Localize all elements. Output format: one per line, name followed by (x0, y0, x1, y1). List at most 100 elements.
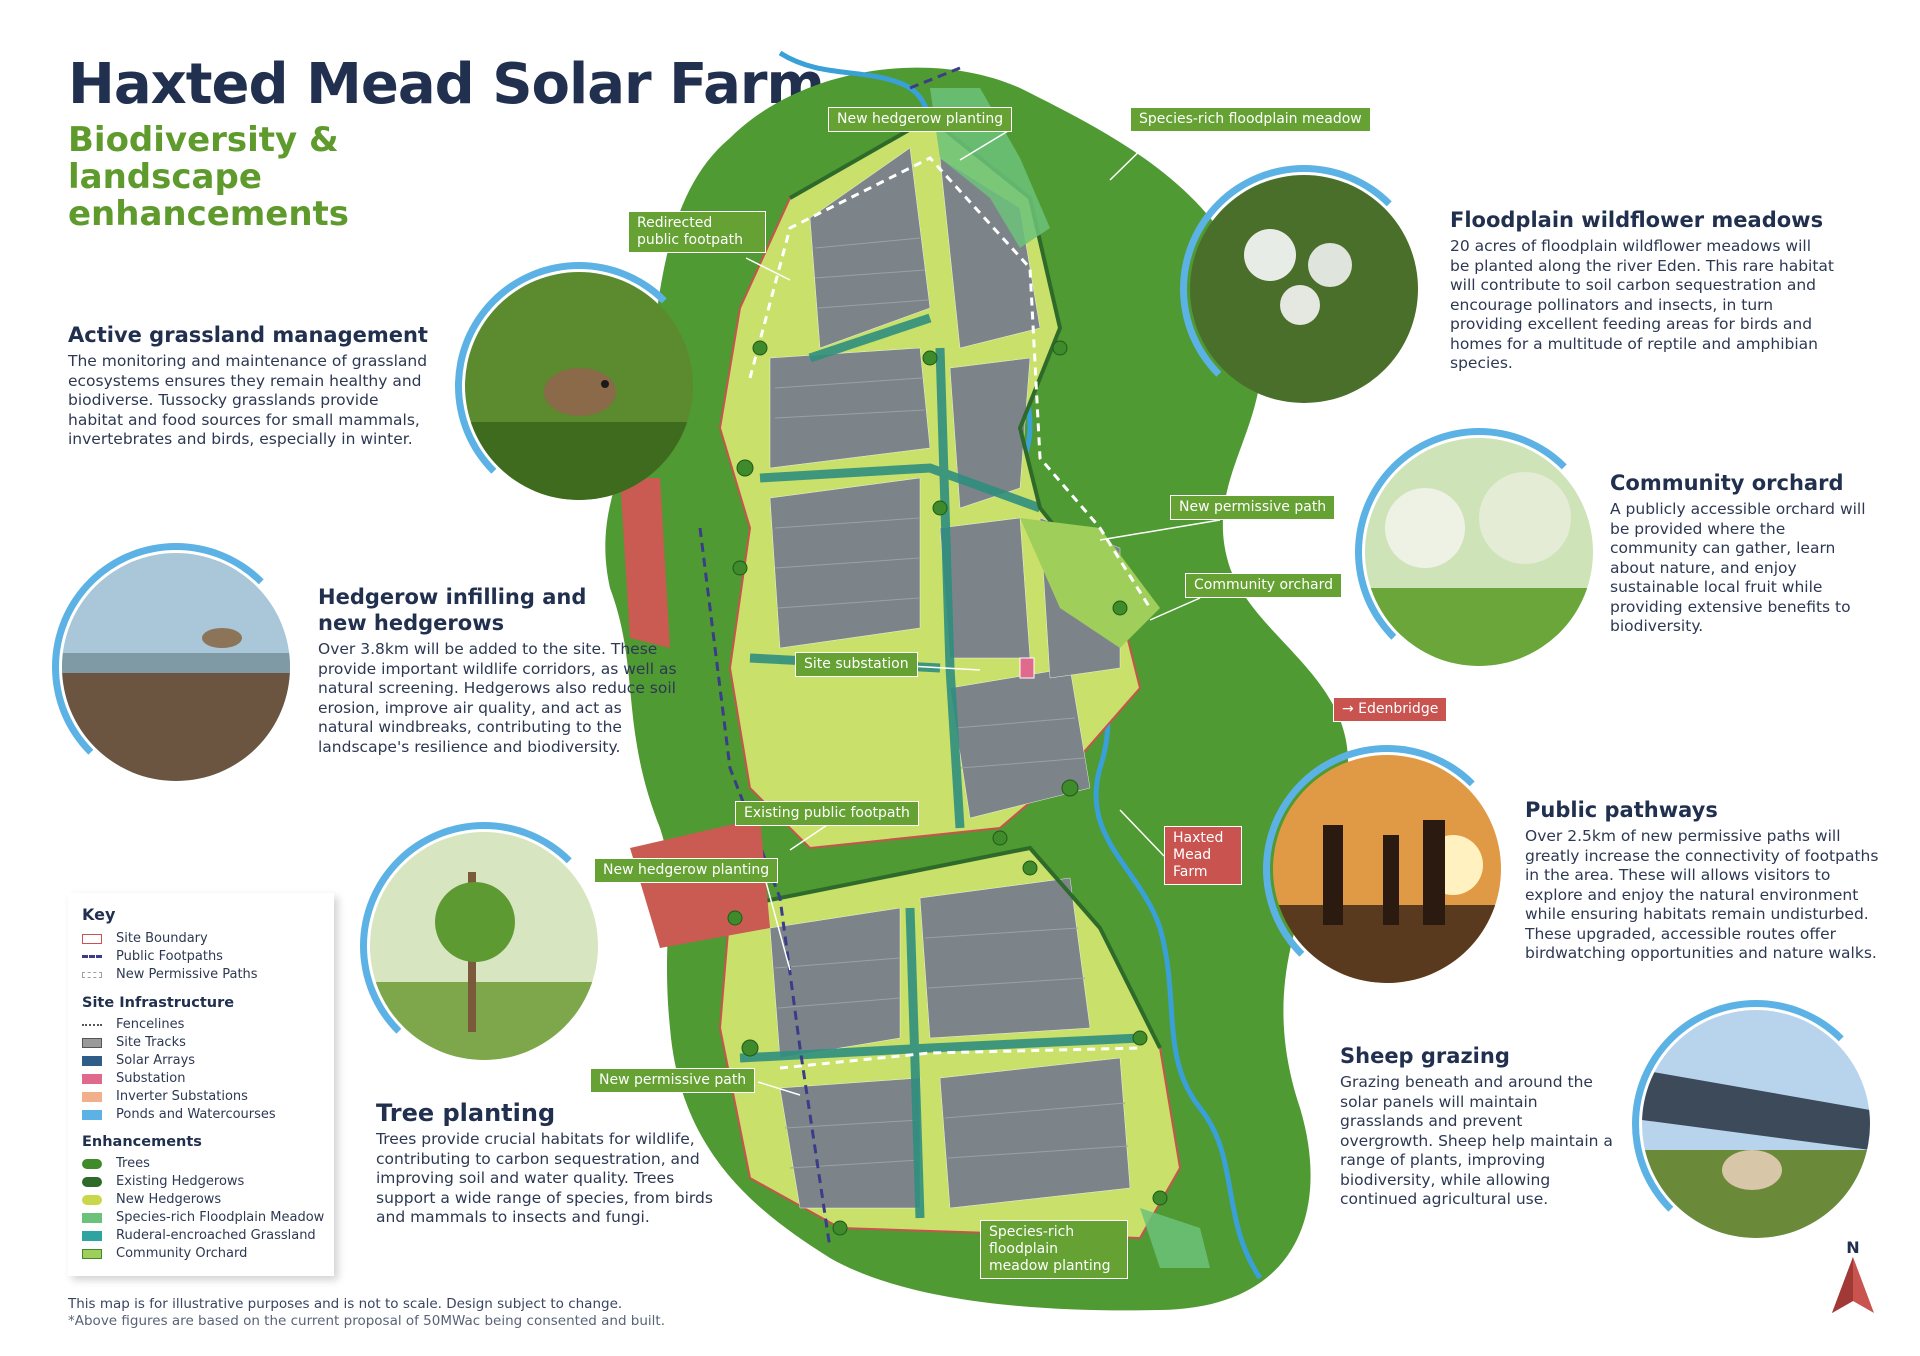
swatch-site-tracks (82, 1037, 102, 1048)
section-pathways-heading: Public pathways (1525, 798, 1718, 822)
section-sheep: Sheep grazing Grazing beneath and around… (1340, 1043, 1620, 1210)
key-item-ruderal: Ruderal-encroached Grassland (82, 1227, 316, 1245)
label-haxted-mead-farm: Haxted Mead Farm (1164, 826, 1242, 885)
key-label: Site Tracks (116, 1035, 186, 1050)
key-item-substation: Substation (82, 1070, 185, 1088)
swatch-fencelines (82, 1023, 102, 1026)
swatch-public-footpaths (82, 955, 102, 958)
public-footpaths (698, 66, 961, 1249)
photo-sheep (1642, 1010, 1870, 1238)
orchard-area (1020, 518, 1160, 648)
tree-icon (82, 1158, 102, 1169)
label-new-permissive-top: New permissive path (1170, 495, 1336, 520)
key-label: Inverter Substations (116, 1089, 248, 1104)
swatch-ponds (82, 1109, 102, 1120)
key-label: Public Footpaths (116, 949, 223, 964)
label-species-meadow-top: Species-rich floodplain meadow (1130, 107, 1371, 132)
key-label: Species-rich Floodplain Meadow (116, 1210, 325, 1225)
photo-ring-orchard (1355, 428, 1603, 676)
section-trees: Tree planting Trees provide crucial habi… (376, 1100, 726, 1228)
key-item-orchard: Community Orchard (82, 1245, 247, 1263)
key-label: Trees (116, 1156, 150, 1171)
label-site-substation: Site substation (795, 652, 918, 677)
north-arrow-icon (1832, 1257, 1874, 1313)
section-pathways-body: Over 2.5km of new permissive paths will … (1525, 827, 1879, 962)
section-sheep-body: Grazing beneath and around the solar pan… (1340, 1073, 1613, 1208)
label-edenbridge: → Edenbridge (1333, 697, 1448, 722)
label-redirected-footpath: Redirected public footpath (628, 211, 766, 253)
key-label: Existing Hedgerows (116, 1174, 245, 1189)
key-item-site-boundary: Site Boundary (82, 930, 208, 948)
label-new-hedgerow-top: New hedgerow planting (828, 107, 1013, 132)
key-label: Ponds and Watercourses (116, 1107, 276, 1122)
key-title: Key (82, 905, 116, 924)
hedgerow-icon (82, 1176, 102, 1187)
swatch-orchard (82, 1248, 102, 1259)
label-existing-footpath: Existing public footpath (735, 801, 919, 826)
site-substation-marker (1019, 657, 1035, 679)
key-label: Substation (116, 1071, 186, 1086)
north-label: N (1846, 1238, 1860, 1257)
photo-birds-hedge (62, 553, 290, 781)
key-item-meadow: Species-rich Floodplain Meadow (82, 1209, 324, 1227)
key-item-permissive-paths: New Permissive Paths (82, 966, 258, 984)
key-label: Solar Arrays (116, 1053, 196, 1068)
photo-ring-vole (455, 262, 703, 510)
photo-ring-tree (360, 822, 608, 1070)
section-meadows-heading: Floodplain wildflower meadows (1450, 208, 1824, 232)
key-item-solar-arrays: Solar Arrays (82, 1052, 195, 1070)
key-item-ponds: Ponds and Watercourses (82, 1106, 276, 1124)
section-orchard-body: A publicly accessible orchard will be pr… (1610, 500, 1866, 635)
label-community-orchard: Community orchard (1185, 573, 1343, 598)
section-grassland: Active grassland management The monitori… (68, 322, 438, 450)
label-new-permissive-bottom: New permissive path (590, 1068, 756, 1093)
swatch-meadow (82, 1212, 102, 1223)
key-infra-title: Site Infrastructure (82, 995, 235, 1011)
section-grassland-body: The monitoring and maintenance of grassl… (68, 352, 428, 448)
key-label: New Hedgerows (116, 1192, 222, 1207)
red-parcel-north (620, 478, 670, 648)
section-trees-body: Trees provide crucial habitats for wildl… (376, 1130, 713, 1226)
key-item-fencelines: Fencelines (82, 1016, 184, 1034)
photo-ring-wildflower (1180, 165, 1428, 413)
section-hedgerow: Hedgerow infilling and new hedgerows Ove… (318, 584, 678, 757)
key-label: Site Boundary (116, 931, 208, 946)
key-item-trees: Trees (82, 1155, 150, 1173)
swatch-inverter (82, 1091, 102, 1102)
key-item-site-tracks: Site Tracks (82, 1034, 186, 1052)
footnote: This map is for illustrative purposes an… (68, 1296, 665, 1330)
label-new-hedgerow-mid: New hedgerow planting (594, 858, 779, 883)
label-species-meadow-bottom: Species-rich floodplain meadow planting (980, 1220, 1128, 1279)
key-label: New Permissive Paths (116, 967, 258, 982)
photo-ring-birds (52, 543, 300, 791)
north-arrow: N (1830, 1238, 1876, 1318)
section-pathways: Public pathways Over 2.5km of new permis… (1525, 797, 1880, 964)
swatch-solar-arrays (82, 1055, 102, 1066)
section-orchard-heading: Community orchard (1610, 471, 1844, 495)
footnote-line-1: This map is for illustrative purposes an… (68, 1296, 623, 1312)
map-key: Key Site Boundary Public Footpaths New P… (68, 893, 334, 1276)
key-item-public-footpaths: Public Footpaths (82, 948, 223, 966)
permissive-paths (748, 156, 1152, 1070)
key-label: Community Orchard (116, 1246, 248, 1261)
site-map (605, 50, 1349, 1311)
key-item-new-hedgerows: New Hedgerows (82, 1191, 221, 1209)
page-title: Haxted Mead Solar Farm (68, 52, 825, 117)
trees (727, 340, 1168, 1236)
section-grassland-heading: Active grassland management (68, 323, 428, 347)
swatch-ruderal (82, 1230, 102, 1241)
key-item-existing-hedgerows: Existing Hedgerows (82, 1173, 244, 1191)
section-sheep-heading: Sheep grazing (1340, 1044, 1510, 1068)
panel-rows (774, 237, 1129, 1169)
photo-vole (465, 272, 693, 500)
swatch-permissive-paths (82, 971, 102, 978)
key-item-inverter: Inverter Substations (82, 1088, 248, 1106)
section-hedgerow-heading: Hedgerow infilling and new hedgerows (318, 585, 587, 635)
swatch-site-boundary (82, 933, 102, 944)
swatch-substation (82, 1073, 102, 1084)
photo-walkers (1273, 755, 1501, 983)
photo-ring-sheep (1632, 1000, 1880, 1248)
photo-wildflower (1190, 175, 1418, 403)
section-trees-heading: Tree planting (376, 1099, 556, 1127)
